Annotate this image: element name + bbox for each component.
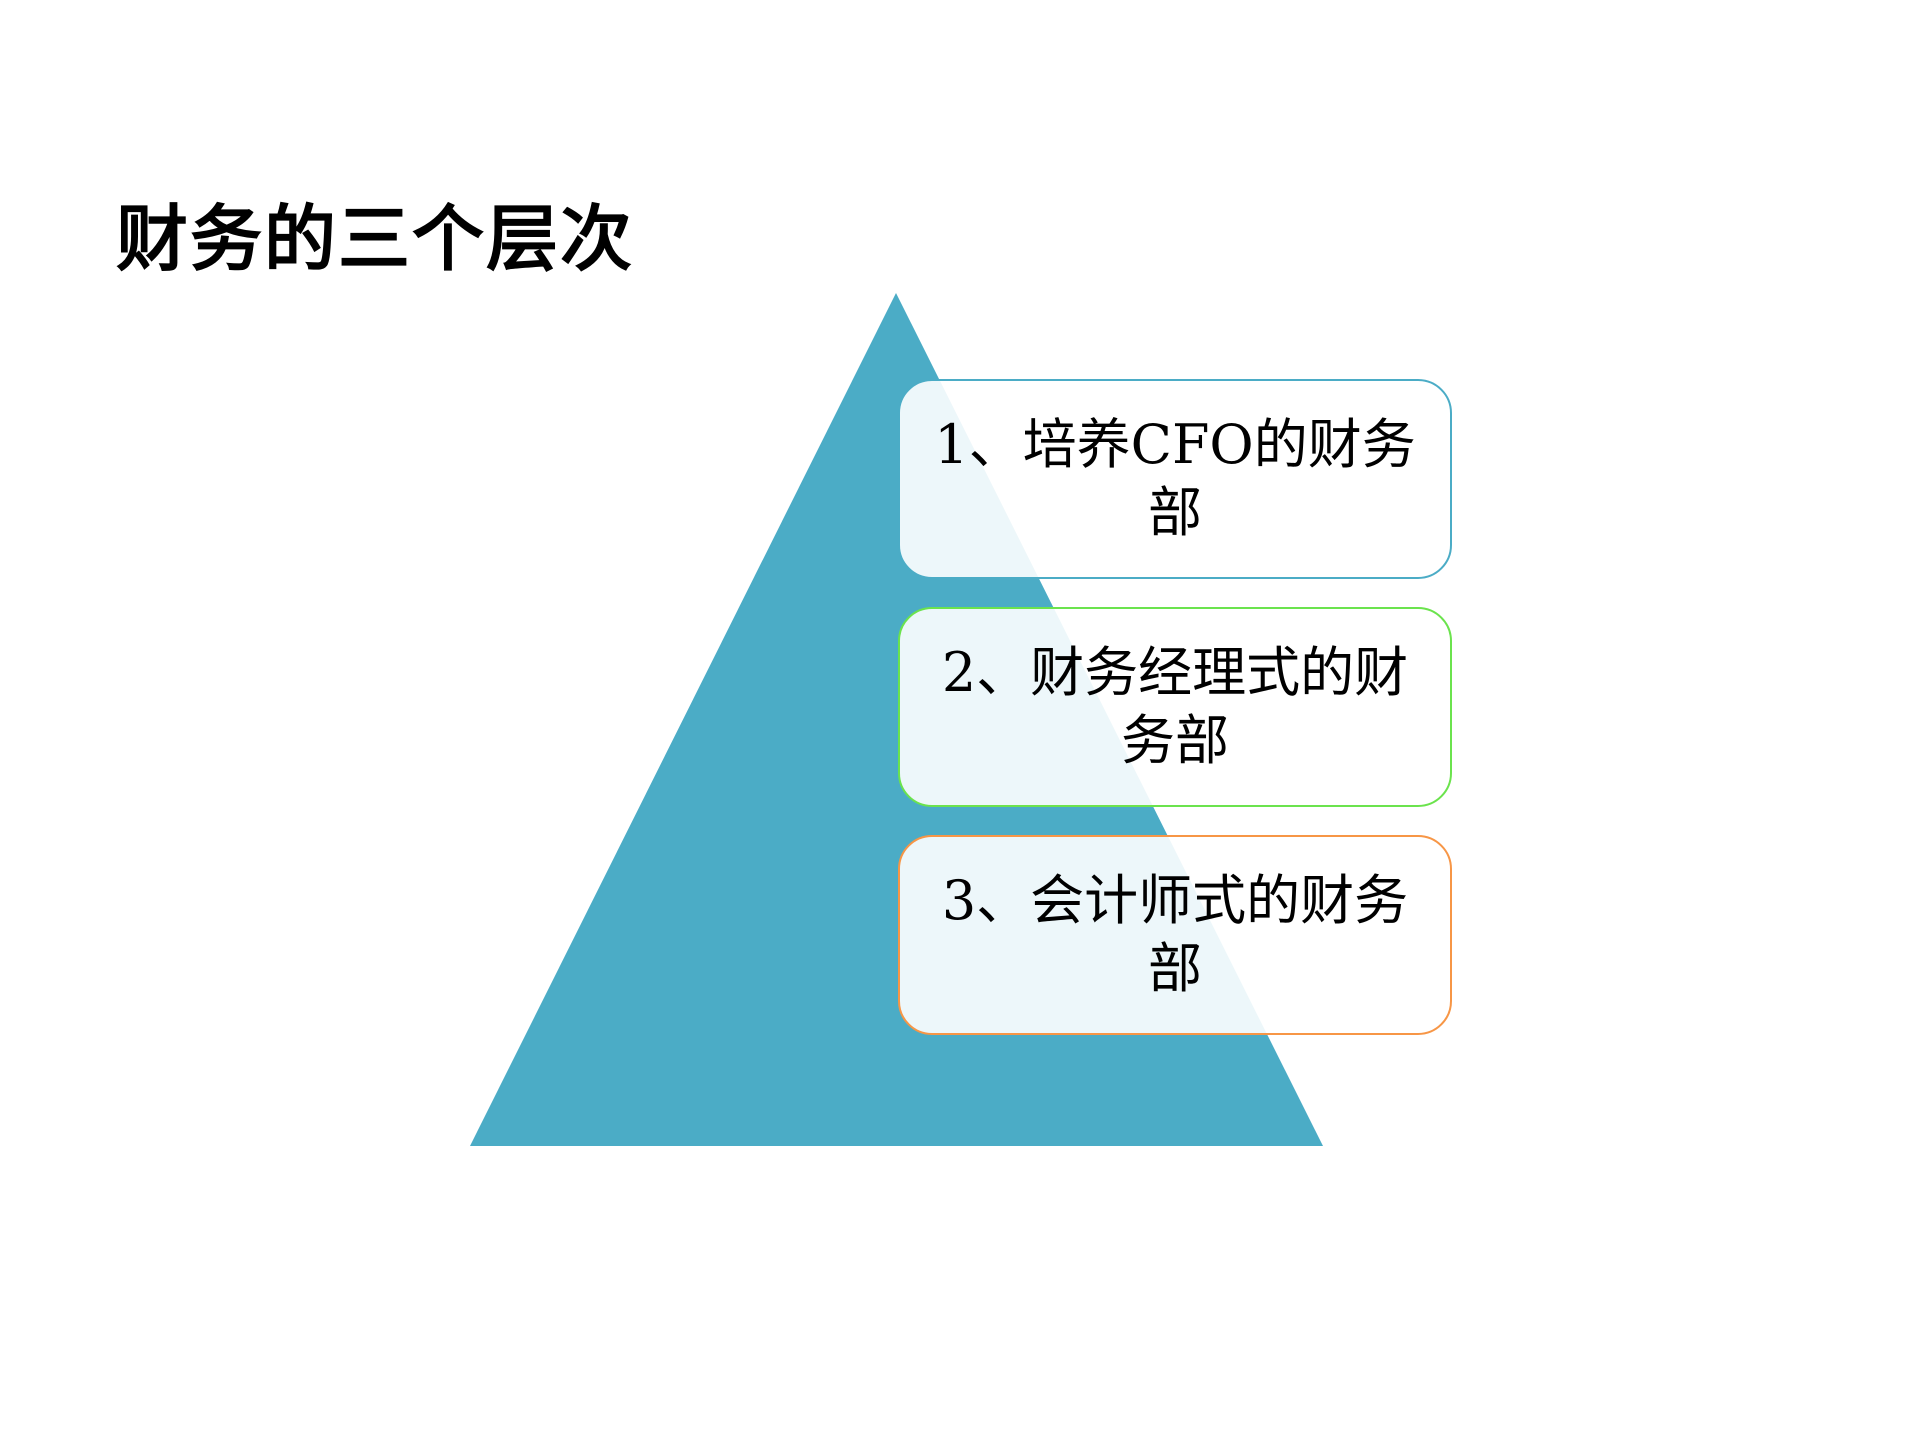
level-2-box: 2、财务经理式的财务部 [898,607,1452,807]
level-2-label: 2、财务经理式的财务部 [941,641,1409,772]
level-1-box: 1、培养CFO的财务部 [898,379,1452,579]
level-1-label: 1、培养CFO的财务部 [934,413,1416,544]
level-3-box: 3、会计师式的财务部 [898,835,1452,1035]
slide-title: 财务的三个层次 [116,197,635,281]
level-3-label: 3、会计师式的财务部 [941,869,1409,1000]
